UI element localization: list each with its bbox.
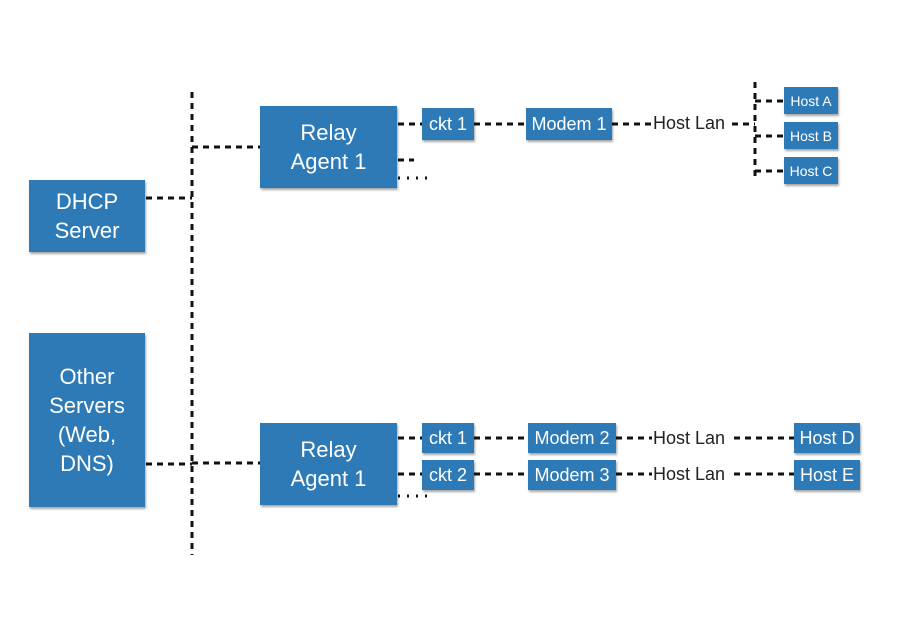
- other-servers-label: Other Servers (Web, DNS): [49, 364, 125, 476]
- dhcp-server-label: DHCP Server: [54, 189, 120, 243]
- host-e-label: Host E: [799, 465, 855, 485]
- host-d-node: Host D: [794, 423, 860, 453]
- host-lan-bottom-label: Host Lan: [653, 464, 726, 485]
- relay-agent-top-label: Relay Agent 1: [290, 120, 367, 174]
- ckt-top-node: ckt 1: [422, 108, 474, 140]
- host-lan-mid-label: Host Lan: [653, 428, 726, 449]
- relay-agent-bottom-node: Relay Agent 1: [260, 423, 397, 505]
- host-lan-top-label: Host Lan: [653, 113, 726, 134]
- dhcp-server-node: DHCP Server: [29, 180, 145, 252]
- host-a-node: Host A: [784, 87, 838, 114]
- ckt-bottom-1-node: ckt 1: [422, 423, 474, 453]
- host-a-label: Host A: [790, 92, 832, 109]
- ckt-bottom-2-node: ckt 2: [422, 460, 474, 490]
- relay-agent-bottom-label: Relay Agent 1: [290, 437, 367, 491]
- host-c-label: Host C: [789, 162, 833, 179]
- host-b-node: Host B: [784, 122, 838, 149]
- modem-2-node: Modem 2: [528, 423, 616, 453]
- host-e-node: Host E: [794, 460, 860, 490]
- ckt-bottom-2-label: ckt 2: [428, 465, 467, 485]
- modem-2-label: Modem 2: [534, 428, 610, 448]
- ckt-top-label: ckt 1: [428, 114, 467, 134]
- host-d-label: Host D: [799, 428, 855, 448]
- host-b-label: Host B: [789, 127, 832, 144]
- modem-3-node: Modem 3: [528, 460, 616, 490]
- modem-3-label: Modem 3: [534, 465, 610, 485]
- ckt-bottom-1-label: ckt 1: [428, 428, 467, 448]
- relay-agent-top-node: Relay Agent 1: [260, 106, 397, 188]
- host-c-node: Host C: [784, 157, 838, 184]
- modem-1-node: Modem 1: [526, 108, 612, 140]
- other-servers-node: Other Servers (Web, DNS): [29, 333, 145, 507]
- modem-1-label: Modem 1: [531, 114, 607, 134]
